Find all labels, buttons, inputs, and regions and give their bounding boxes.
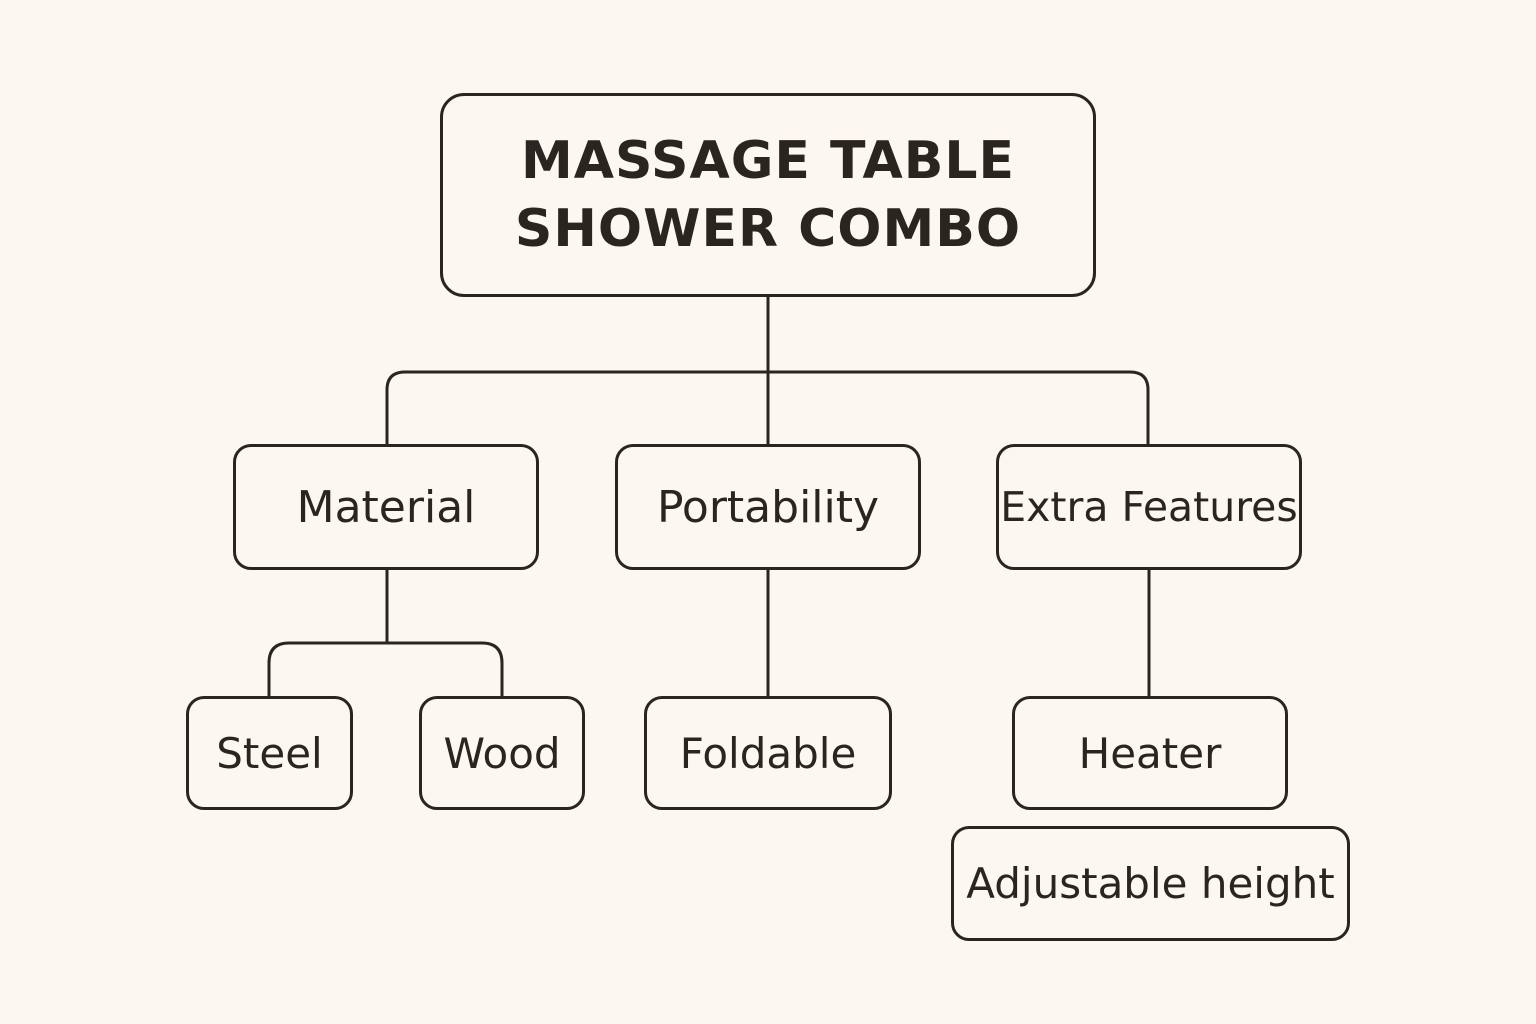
category-node-portability: Portability bbox=[615, 444, 921, 570]
option-label-steel: Steel bbox=[216, 728, 323, 778]
category-label-extra-features: Extra Features bbox=[1000, 483, 1298, 531]
option-node-wood: Wood bbox=[419, 696, 585, 810]
option-node-steel: Steel bbox=[186, 696, 353, 810]
category-label-material: Material bbox=[296, 481, 476, 533]
root-node: MASSAGE TABLE SHOWER COMBO bbox=[440, 93, 1096, 297]
root-title-line2: SHOWER COMBO bbox=[514, 199, 1022, 259]
option-label-heater: Heater bbox=[1078, 728, 1222, 778]
connector-material-branch bbox=[267, 641, 504, 698]
option-label-wood: Wood bbox=[443, 728, 561, 778]
option-node-foldable: Foldable bbox=[644, 696, 892, 810]
option-label-adjustable-height: Adjustable height bbox=[966, 859, 1335, 908]
option-node-heater: Heater bbox=[1012, 696, 1288, 810]
root-title-line1: MASSAGE TABLE bbox=[520, 131, 1016, 191]
category-label-portability: Portability bbox=[656, 481, 880, 533]
category-node-extra-features: Extra Features bbox=[996, 444, 1302, 570]
connector-root-branch bbox=[385, 370, 1150, 446]
option-node-adjustable-height: Adjustable height bbox=[951, 826, 1350, 941]
option-label-foldable: Foldable bbox=[679, 728, 857, 778]
category-node-material: Material bbox=[233, 444, 539, 570]
